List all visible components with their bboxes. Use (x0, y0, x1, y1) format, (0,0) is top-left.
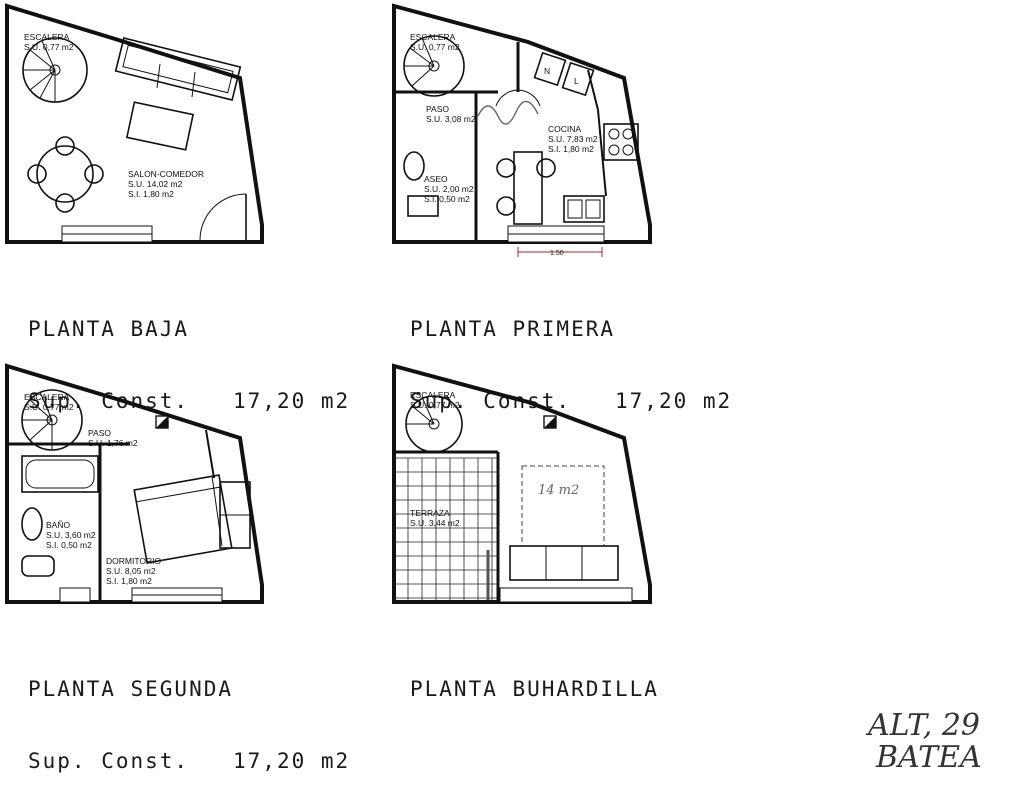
washer (561, 61, 595, 97)
room-su: S.U. 14,02 m2 (128, 179, 183, 189)
floor-name: PLANTA PRIMERA (410, 317, 616, 341)
note-line-1: ALT, 29 (868, 708, 980, 743)
washbasin (21, 507, 43, 541)
planta-primera-drawing: ESCALERA S.U. 0,77 m2 PASO S.U. 3,08 m2 … (392, 3, 652, 257)
room-name: SALON-COMEDOR (128, 169, 204, 179)
room-su: S.U. 0,77 m2 (24, 42, 74, 52)
spiral-stair (403, 35, 465, 97)
caption-planta-segunda: PLANTA SEGUNDA Sup. Const. 17,20 m2 (28, 629, 350, 797)
room-name: ESCALERA (410, 390, 456, 400)
dimension-line (517, 247, 603, 257)
room-name: DORMITORIO (106, 556, 161, 566)
room-su: S.U. 0,77 m2 (410, 42, 460, 52)
area-value: 17,20 m2 (233, 389, 351, 413)
washbasin (403, 151, 425, 181)
scribble (477, 100, 539, 125)
area-value: 17,20 m2 (615, 389, 733, 413)
room-su: S.U. 3,44 m2 (410, 518, 460, 528)
room-su: S.U. 3,60 m2 (46, 530, 96, 540)
room-su: S.U. 3,08 m2 (426, 114, 476, 124)
caption-planta-buhardilla: PLANTA BUHARDILLA (410, 629, 659, 725)
sink (563, 195, 605, 223)
room-su: S.U. 8,05 m2 (106, 566, 156, 576)
toilet (407, 195, 439, 217)
room-su: S.U. 7,83 m2 (548, 134, 598, 144)
room-su: S.U. 2,00 m2 (424, 184, 474, 194)
dining-table (27, 136, 104, 213)
hob (603, 123, 639, 161)
handwritten-note: ALT, 29 BATEA (868, 710, 982, 774)
room-name: BAÑO (46, 520, 70, 530)
dimension-value: 1.50 (550, 250, 564, 257)
floor-plan-planta-segunda: ESCALERA S.U. 0,77 m2 PASO S.U. 1,76 m2 … (0, 360, 280, 610)
room-name: PASO (426, 104, 449, 114)
fridge (533, 51, 567, 87)
door-swing (199, 193, 247, 241)
bench (509, 545, 619, 581)
room-su: S.U. 0,77 m2 (24, 402, 74, 412)
room-name: ESCALERA (24, 32, 70, 42)
room-name: TERRAZA (410, 508, 450, 518)
bed-outline (521, 465, 605, 547)
window (59, 587, 91, 603)
spiral-stair (22, 37, 88, 103)
outer-wall (5, 3, 264, 244)
room-si: S.I. 0,50 m2 (424, 194, 470, 204)
room-name: ESCALERA (24, 392, 70, 402)
room-su: S.U. 0,77 m2 (410, 400, 460, 410)
handwritten-area: 14 m2 (538, 483, 579, 498)
room-si: S.I. 1,80 m2 (106, 576, 152, 586)
outer-wall (392, 363, 652, 604)
room-si: S.I. 1,80 m2 (548, 144, 594, 154)
planta-baja-drawing: ESCALERA S.U. 0,77 m2 SALON-COMEDOR S.U.… (5, 3, 264, 244)
room-su: S.U. 1,76 m2 (88, 438, 138, 448)
room-name: PASO (88, 428, 111, 438)
spiral-stair (405, 395, 463, 453)
room-name: ESCALERA (410, 32, 456, 42)
floor-plan-planta-baja: ESCALERA S.U. 0,77 m2 SALON-COMEDOR S.U.… (0, 0, 280, 250)
toilet (21, 555, 55, 577)
room-si: S.I. 1,80 m2 (128, 189, 174, 199)
note-line-2: BATEA (876, 740, 982, 775)
bed (133, 474, 233, 564)
planta-buhardilla-drawing: ESCALERA S.U. 0,77 m2 TERRAZA S.U. 3,44 … (392, 363, 652, 604)
terrace-tiles (394, 457, 498, 600)
planta-segunda-drawing: ESCALERA S.U. 0,77 m2 PASO S.U. 1,76 m2 … (5, 363, 264, 604)
area-value: 17,20 m2 (233, 749, 351, 773)
floor-name: PLANTA BUHARDILLA (410, 677, 659, 701)
area-label: Sup. Const. (28, 749, 190, 773)
floor-name: PLANTA BAJA (28, 317, 190, 341)
appliance-mark: N (544, 66, 550, 76)
bathtub (21, 455, 99, 493)
caption-planta-baja: PLANTA BAJA Sup. Const. 17,20 m2 (28, 269, 350, 437)
room-si: S.I. 0,50 m2 (46, 540, 92, 550)
floor-plan-planta-primera: ESCALERA S.U. 0,77 m2 PASO S.U. 3,08 m2 … (388, 0, 668, 262)
spiral-stair (21, 389, 83, 451)
sofa (114, 37, 242, 101)
window (499, 587, 633, 603)
floor-name: PLANTA SEGUNDA (28, 677, 234, 701)
kitchen-table (496, 151, 556, 225)
floor-plan-planta-buhardilla: ESCALERA S.U. 0,77 m2 TERRAZA S.U. 3,44 … (388, 360, 668, 610)
coffee-table (125, 101, 195, 151)
outer-wall (392, 3, 652, 244)
room-name: COCINA (548, 124, 581, 134)
appliance-mark: L (574, 76, 579, 86)
room-name: ASEO (424, 174, 448, 184)
outer-wall (5, 363, 264, 604)
